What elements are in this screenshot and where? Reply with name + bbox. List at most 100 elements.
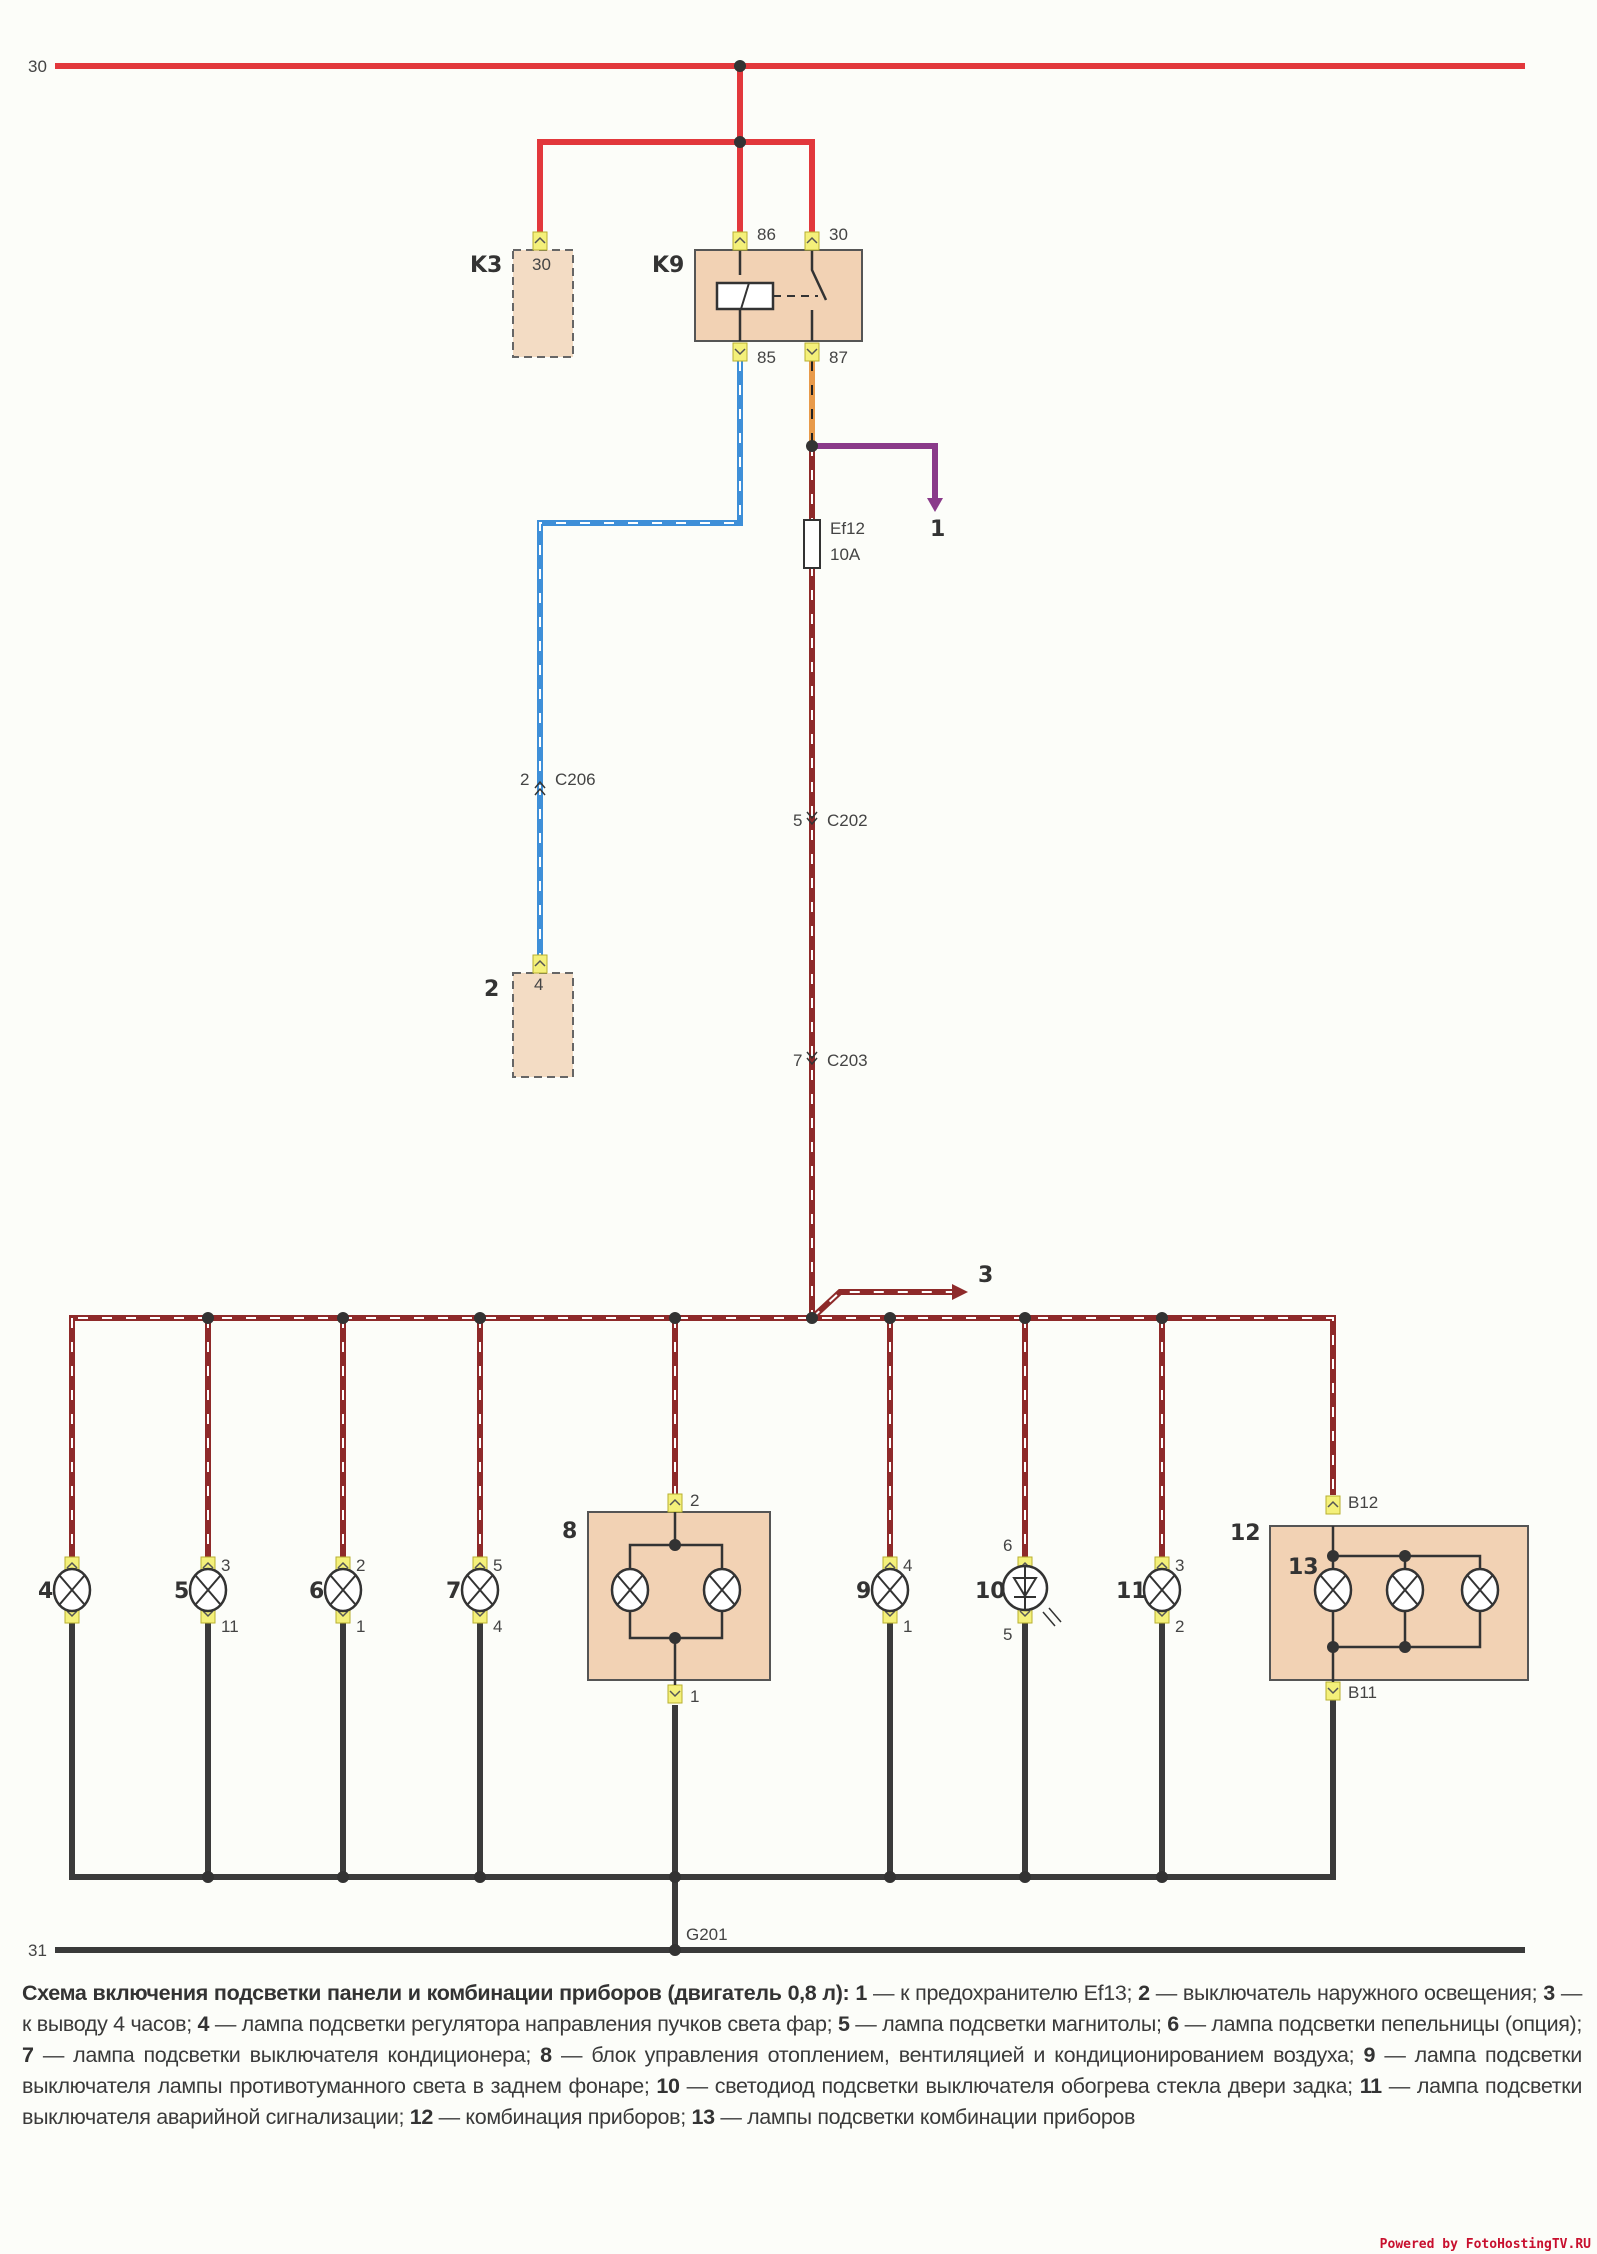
connector-chevron-icon: [534, 236, 546, 244]
relay-contacts: [738, 250, 828, 341]
connector-chevron-icon: [337, 1561, 349, 1569]
junction-dot: [474, 1312, 486, 1324]
caption-item: 6 — лампа подсветки пепельницы (опция);: [1162, 2012, 1582, 2036]
junction-dot: [734, 60, 746, 72]
component-label: 9: [856, 1579, 871, 1604]
fuse-name: Ef12: [830, 519, 865, 538]
c202-label: C202: [827, 811, 868, 830]
switch-2-pin: 4: [534, 975, 543, 994]
caption-item-text: — лампа подсветки пепельницы (опция);: [1184, 2012, 1583, 2036]
junction-dot: [474, 1871, 486, 1883]
caption-item-number: 10: [649, 2074, 687, 2098]
fuse-icon: [803, 519, 821, 569]
caption-item-number: 4: [191, 2012, 215, 2036]
junction-dot: [1019, 1312, 1031, 1324]
pin-label: B11: [1348, 1683, 1377, 1702]
lamp-cross: [59, 1575, 85, 1605]
junction-dot: [669, 1539, 681, 1551]
k9-pin-85: 85: [757, 348, 776, 367]
caption-item-number: 7: [22, 2043, 43, 2067]
connector-chevron-icon: [534, 959, 546, 967]
caption-title: Схема включения подсветки панели и комби…: [22, 1981, 850, 2005]
lamp-cross: [617, 1575, 643, 1605]
pin-label: 1: [903, 1617, 912, 1636]
light-emission-icon: [1042, 1607, 1062, 1627]
k9-label: K9: [652, 253, 684, 278]
caption-item-text: — к выводу 4 часов;: [22, 1981, 1582, 2036]
lamp-cross: [195, 1575, 221, 1605]
caption-item-text: — лампа подсветки магнитолы;: [855, 2012, 1162, 2036]
lamp-cross: [1392, 1575, 1418, 1605]
pin-label: 1: [356, 1617, 365, 1636]
junction-dot: [337, 1871, 349, 1883]
component-label: 5: [174, 1579, 189, 1604]
caption-item: 7 — лампа подсветки выключателя кондицио…: [22, 2043, 531, 2067]
junction-dot: [202, 1871, 214, 1883]
caption-item-number: 8: [530, 2043, 561, 2067]
connector-pin: [732, 342, 748, 362]
lamp-cross: [877, 1575, 903, 1605]
pin-label: 4: [903, 1556, 912, 1575]
connector-pin: [667, 1684, 683, 1704]
wiring-diagram: 30 31 G201 K3 30 K9 86 30 85 87 Ef12 10A…: [28, 57, 1529, 1960]
caption-item-number: 13: [685, 2105, 721, 2129]
caption-item: 2 — выключатель наружного освещения;: [1132, 1981, 1537, 2005]
pin-label: B12: [1348, 1493, 1378, 1512]
bus-brown-stripe: [71, 1317, 1334, 1495]
connector-pin: [732, 231, 748, 251]
ground-bus: [69, 1622, 1336, 1880]
connector-chevron-icon: [806, 348, 818, 356]
lamp-cross: [1320, 1575, 1346, 1605]
junction-dot: [884, 1871, 896, 1883]
k9-pin-87: 87: [829, 348, 848, 367]
component-label: 11: [1116, 1579, 1147, 1604]
connector-chevron-icon: [1327, 1500, 1339, 1508]
k3-relay-box: [512, 249, 574, 358]
junction-dot: [1399, 1641, 1411, 1653]
junction-dot: [1156, 1871, 1168, 1883]
caption-item: 12 — комбинация приборов;: [404, 2105, 686, 2129]
caption-item-text: — светодиод подсветки выключателя обогре…: [686, 2074, 1353, 2098]
wire-red: [537, 139, 815, 232]
k9-pin-86: 86: [757, 225, 776, 244]
connector-chevron-icon: [1156, 1561, 1168, 1569]
watermark: Powered by FotoHostingTV.RU: [1379, 2237, 1591, 2252]
connector-chevron-icon: [806, 236, 818, 244]
caption-item-number: 3: [1537, 1981, 1561, 2005]
pin-label: 3: [1175, 1556, 1184, 1575]
connector-chevron-icon: [202, 1561, 214, 1569]
pin-label: 4: [493, 1617, 502, 1636]
junction-dot: [202, 1312, 214, 1324]
lamp-cross: [467, 1575, 493, 1605]
lamp-cross: [709, 1575, 735, 1605]
pin-label: 2: [690, 1491, 699, 1510]
pin-label: 5: [1003, 1625, 1012, 1644]
connector-chevron-icon: [474, 1561, 486, 1569]
caption-item: 3 — к выводу 4 часов;: [22, 1981, 1582, 2036]
junction-dot: [806, 440, 818, 452]
caption-item-text: — к предохранителю Ef13;: [872, 1981, 1133, 2005]
c202-pin: 5: [793, 811, 802, 830]
junction-dot: [1019, 1871, 1031, 1883]
junction-dot: [1327, 1550, 1339, 1562]
lamp-cross: [1467, 1575, 1493, 1605]
connector-chevron-icon: [734, 348, 746, 356]
pin-label: 6: [1003, 1536, 1012, 1555]
pin-label: 3: [221, 1556, 230, 1575]
component-label: 4: [38, 1579, 53, 1604]
caption-item: 13 — лампы подсветки комбинации приборов: [686, 2105, 1135, 2129]
figure-caption: Схема включения подсветки панели и комби…: [22, 1978, 1582, 2133]
c206-pin: 2: [520, 770, 529, 789]
caption-item-text: — лампа подсветки выключателя аварийной …: [22, 2074, 1582, 2129]
connector-chevron-icon: [669, 1690, 681, 1698]
pin-label: 2: [1175, 1617, 1184, 1636]
caption-item-text: — комбинация приборов;: [438, 2105, 687, 2129]
component-label: 8: [562, 1519, 577, 1544]
k3-label: K3: [470, 253, 502, 278]
junction-dot: [806, 1312, 818, 1324]
connector-chevron-icon: [66, 1561, 78, 1569]
junction-dot: [1327, 1641, 1339, 1653]
caption-item-text: — выключатель наружного освещения;: [1155, 1981, 1538, 2005]
arrow-3-icon: [952, 1284, 968, 1300]
